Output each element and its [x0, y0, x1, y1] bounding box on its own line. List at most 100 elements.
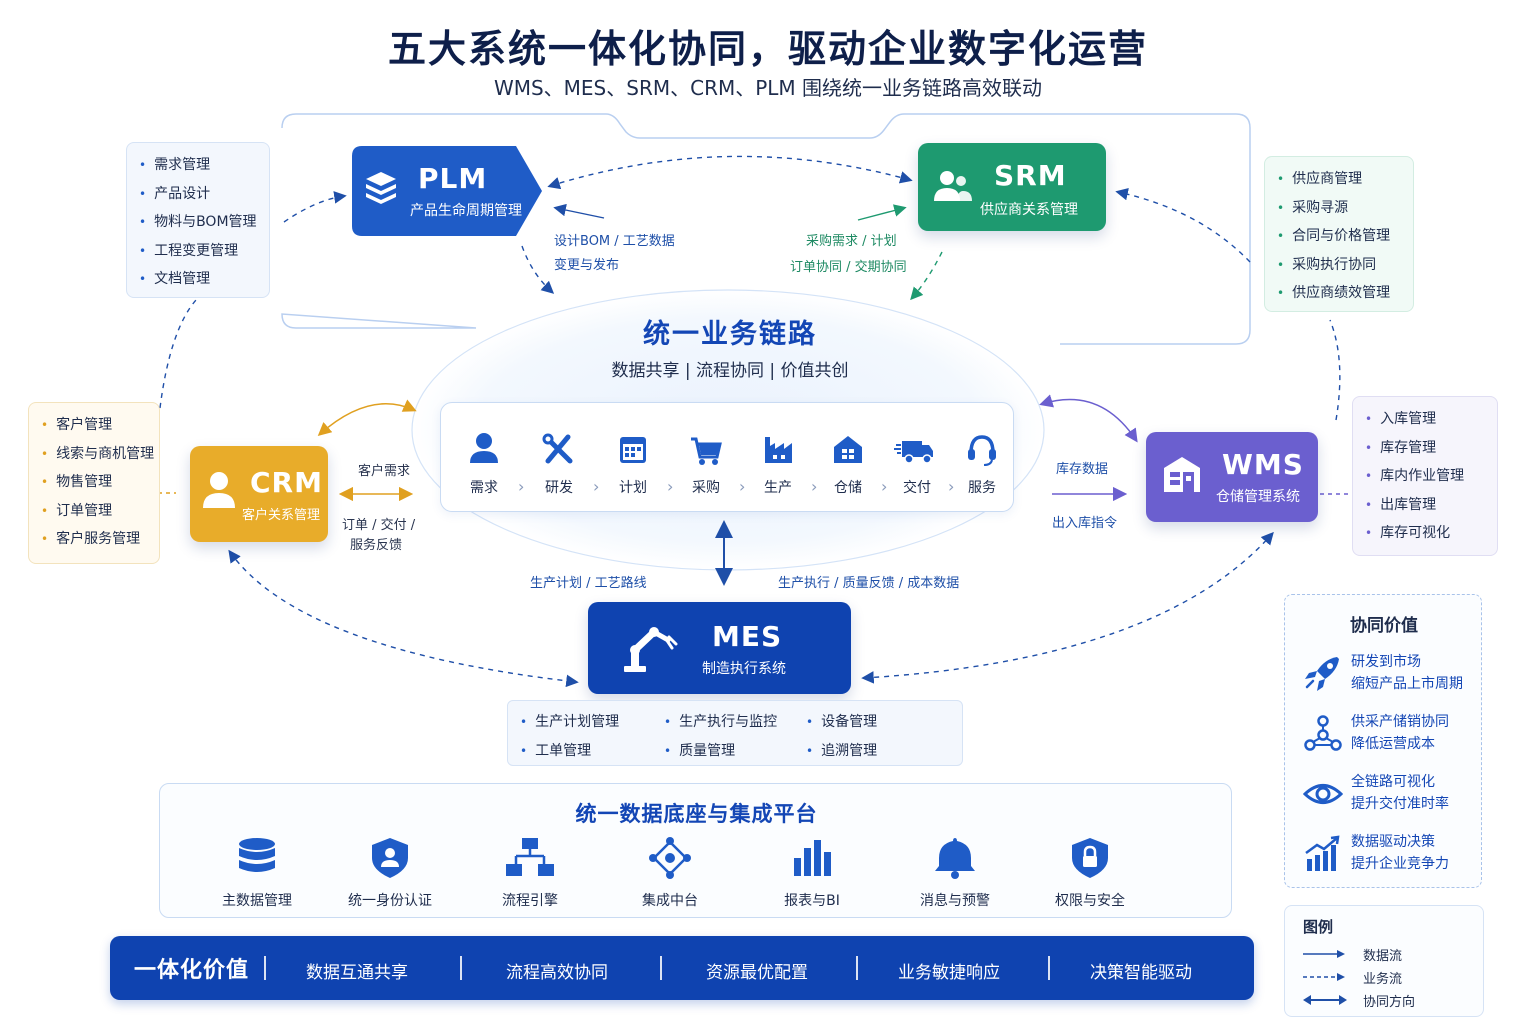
chain-step-production[interactable]: 生产 [743, 431, 813, 496]
crm-name: CRM [250, 466, 323, 499]
flow-label-srm-1: 采购需求 / 计划 [806, 234, 897, 249]
mes-desc: 制造执行系统 [702, 661, 786, 677]
platform-item-label: 统一身份认证 [348, 893, 432, 909]
platform-item-integration[interactable]: 集成中台 [610, 836, 730, 909]
lock-shield-icon [1072, 838, 1108, 878]
value-bar-title: 一体化价值 [134, 958, 250, 983]
user-icon [470, 433, 498, 463]
network-icon [1304, 715, 1342, 751]
list-item: 生产执行与监控 [664, 711, 777, 731]
chain-step-label: 需求 [470, 480, 498, 496]
synergy-item: 供采产储销协同 降低运营成本 [1303, 711, 1479, 755]
list-item: 生产计划管理 [520, 711, 619, 731]
value-item: 流程高效协同 [506, 963, 608, 983]
divider [660, 956, 662, 980]
srm-system-box[interactable]: SRM 供应商关系管理 [918, 143, 1106, 231]
list-item: 库存可视化 [1365, 519, 1485, 548]
chain-step-demand[interactable]: 需求 [449, 431, 519, 496]
wms-system-box[interactable]: WMS 仓储管理系统 [1146, 432, 1318, 522]
chevron-right-icon: › [881, 477, 888, 496]
chain-step-label: 研发 [545, 480, 573, 496]
platform-item-label: 主数据管理 [222, 893, 292, 909]
chevron-right-icon: › [667, 477, 674, 496]
divider [1048, 956, 1050, 980]
chain-step-delivery[interactable]: 交付 [882, 431, 952, 496]
legend-label: 业务流 [1363, 972, 1403, 987]
chevron-right-icon: › [811, 477, 818, 496]
chain-step-purchase[interactable]: 采购 [671, 431, 741, 496]
list-item: 线索与商机管理 [41, 440, 154, 469]
chain-step-service[interactable]: 服务 [947, 431, 1017, 496]
wms-name: WMS [1222, 448, 1304, 481]
list-item: 供应商绩效管理 [1277, 279, 1401, 308]
chevron-right-icon: › [948, 477, 955, 496]
divider [856, 956, 858, 980]
platform-item-bi[interactable]: 报表与BI [752, 836, 872, 909]
chain-step-label: 交付 [903, 480, 931, 496]
synergy-line1: 全链路可视化 [1351, 774, 1435, 790]
chain-step-plan[interactable]: 计划 [598, 431, 668, 496]
mes-name: MES [712, 620, 783, 653]
platform-item-label: 消息与预警 [920, 893, 990, 909]
synergy-title: 协同价值 [1350, 616, 1418, 636]
list-item: 物售管理 [41, 468, 147, 497]
headset-icon [968, 435, 996, 466]
warehouse-icon [1164, 457, 1200, 492]
database-icon [239, 838, 275, 872]
flow-label-crm-2: 订单 / 交付 / [342, 518, 416, 533]
value-item: 资源最优配置 [706, 963, 808, 983]
synergy-item: 全链路可视化 提升交付准时率 [1303, 771, 1479, 815]
platform-item-master-data[interactable]: 主数据管理 [197, 836, 317, 909]
synergy-line2: 提升企业竞争力 [1351, 856, 1449, 872]
eye-icon [1303, 784, 1343, 804]
list-item: 工程变更管理 [139, 237, 257, 266]
list-item: 入库管理 [1365, 405, 1485, 434]
business-chain: 需求 › 研发 › 计划 › 采购 › 生 [440, 402, 1014, 512]
factory-icon [765, 437, 792, 463]
value-item: 数据互通共享 [306, 963, 408, 983]
platform-item-alerts[interactable]: 消息与预警 [895, 836, 1015, 909]
plm-box-shape [352, 146, 542, 236]
value-item: 业务敏捷响应 [898, 963, 1000, 983]
synergy-line2: 提升交付准时率 [1351, 796, 1449, 812]
chain-step-label: 计划 [619, 480, 647, 496]
platform-item-label: 流程引擎 [502, 893, 558, 909]
page-subtitle: WMS、MES、SRM、CRM、PLM 围绕统一业务链路高效联动 [493, 76, 1043, 100]
truck-icon [894, 441, 933, 464]
platform-item-label: 权限与安全 [1055, 893, 1125, 909]
list-item: 客户服务管理 [41, 525, 147, 554]
list-item: 物料与BOM管理 [139, 208, 257, 237]
cart-icon [691, 437, 722, 465]
chain-step-rnd[interactable]: 研发 [524, 431, 594, 496]
solid-arrow-icon [1303, 950, 1345, 958]
customer-icon [203, 472, 235, 508]
flow-label-mes-2: 生产执行 / 质量反馈 / 成本数据 [778, 576, 960, 591]
flow-label-wms-1: 库存数据 [1056, 462, 1109, 477]
divider [460, 956, 462, 980]
chain-step-label: 服务 [968, 480, 996, 496]
calendar-icon [620, 437, 646, 463]
plm-system-box[interactable]: PLM 产品生命周期管理 [352, 146, 542, 236]
integration-hub-icon [649, 837, 691, 879]
list-item: 产品设计 [139, 180, 257, 209]
flow-label-crm-3: 服务反馈 [350, 538, 403, 553]
legend: 图例 数据流 业务流 协同方向 [1284, 905, 1484, 1017]
platform-item-identity[interactable]: 统一身份认证 [330, 836, 450, 909]
list-item: 出库管理 [1365, 491, 1485, 520]
integration-platform: 统一数据底座与集成平台 主数据管理 统一身份认证 流程引擎 [159, 783, 1232, 918]
legend-item-business-flow: 业务流 [1303, 967, 1473, 987]
chain-step-warehouse[interactable]: 仓储 [813, 431, 883, 496]
list-item: 库存管理 [1365, 434, 1485, 463]
platform-item-security[interactable]: 权限与安全 [1030, 836, 1150, 909]
list-item: 追溯管理 [806, 740, 877, 760]
synergy-line1: 供采产储销协同 [1351, 714, 1449, 730]
bar-chart-icon [794, 840, 831, 876]
list-item: 采购寻源 [1277, 194, 1401, 223]
platform-item-workflow[interactable]: 流程引擎 [470, 836, 590, 909]
legend-item-data-flow: 数据流 [1303, 944, 1473, 964]
divider [264, 956, 266, 980]
platform-title: 统一数据底座与集成平台 [575, 802, 818, 826]
list-item: 质量管理 [664, 740, 735, 760]
crm-system-box[interactable]: CRM 客户关系管理 [190, 446, 328, 542]
mes-system-box[interactable]: MES 制造执行系统 [588, 602, 851, 694]
